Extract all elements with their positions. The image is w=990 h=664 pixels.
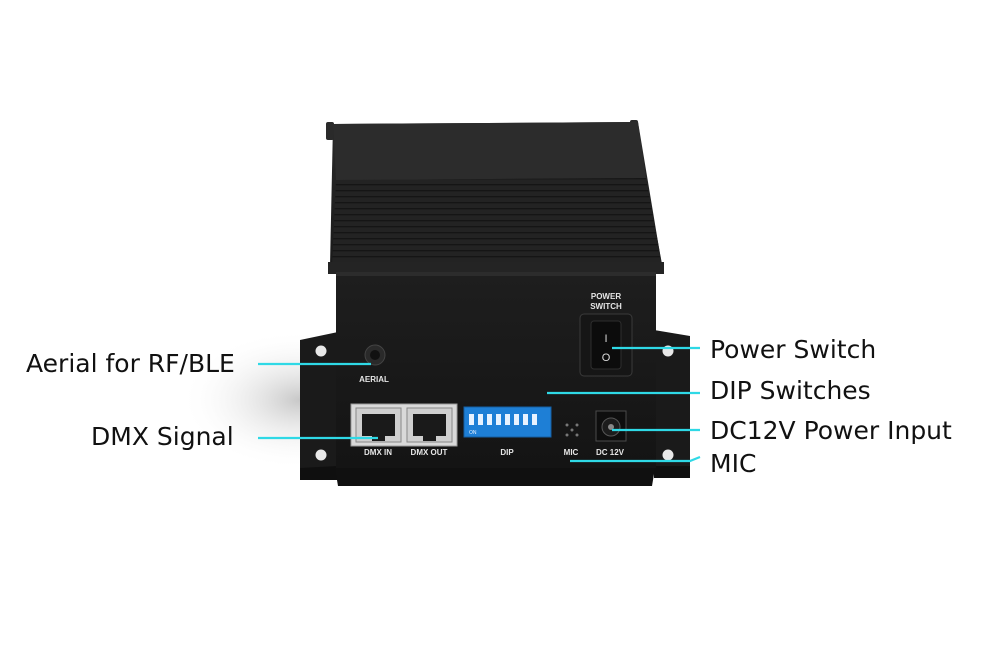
power-switch-panel-label: POWER (591, 292, 621, 301)
dip-panel-label: DIP (500, 448, 514, 457)
aerial-connector: AERIAL (359, 344, 389, 384)
callout-dmx-signal: DMX Signal (91, 422, 234, 451)
dmx-out-port[interactable] (406, 407, 453, 443)
callout-aerial: Aerial for RF/BLE (26, 349, 235, 378)
mounting-hole (315, 345, 327, 357)
mounting-hole (315, 449, 327, 461)
mic-panel-label: MIC (564, 448, 579, 457)
dc-panel-label: DC 12V (596, 448, 625, 457)
dip-on-label: ON (469, 430, 477, 436)
dmx-ports: DMX IN DMX OUT (350, 403, 458, 457)
aerial-panel-label: AERIAL (359, 375, 389, 384)
dmx-in-panel-label: DMX IN (364, 448, 392, 457)
dc-power-jack[interactable]: DC 12V (595, 410, 627, 457)
callout-power-switch: Power Switch (710, 335, 877, 364)
dmx-in-port[interactable] (355, 407, 402, 443)
leader-line-mic (570, 455, 701, 463)
callout-dc-input: DC12V Power Input (710, 416, 952, 445)
callout-dip-switches: DIP Switches (710, 376, 871, 405)
switch-off-mark: O (602, 352, 611, 364)
power-switch-panel-label: SWITCH (590, 302, 622, 311)
dip-switch-block[interactable]: ON DIP (463, 406, 552, 457)
callout-mic: MIC (710, 449, 757, 478)
mounting-hole (662, 449, 674, 461)
power-switch[interactable]: POWER SWITCH I O (579, 292, 633, 377)
enclosure-top (326, 120, 664, 274)
dmx-out-panel-label: DMX OUT (411, 448, 448, 457)
mic-holes: MIC (564, 423, 579, 457)
switch-on-mark: I (604, 333, 607, 345)
leader-lines (258, 346, 701, 463)
